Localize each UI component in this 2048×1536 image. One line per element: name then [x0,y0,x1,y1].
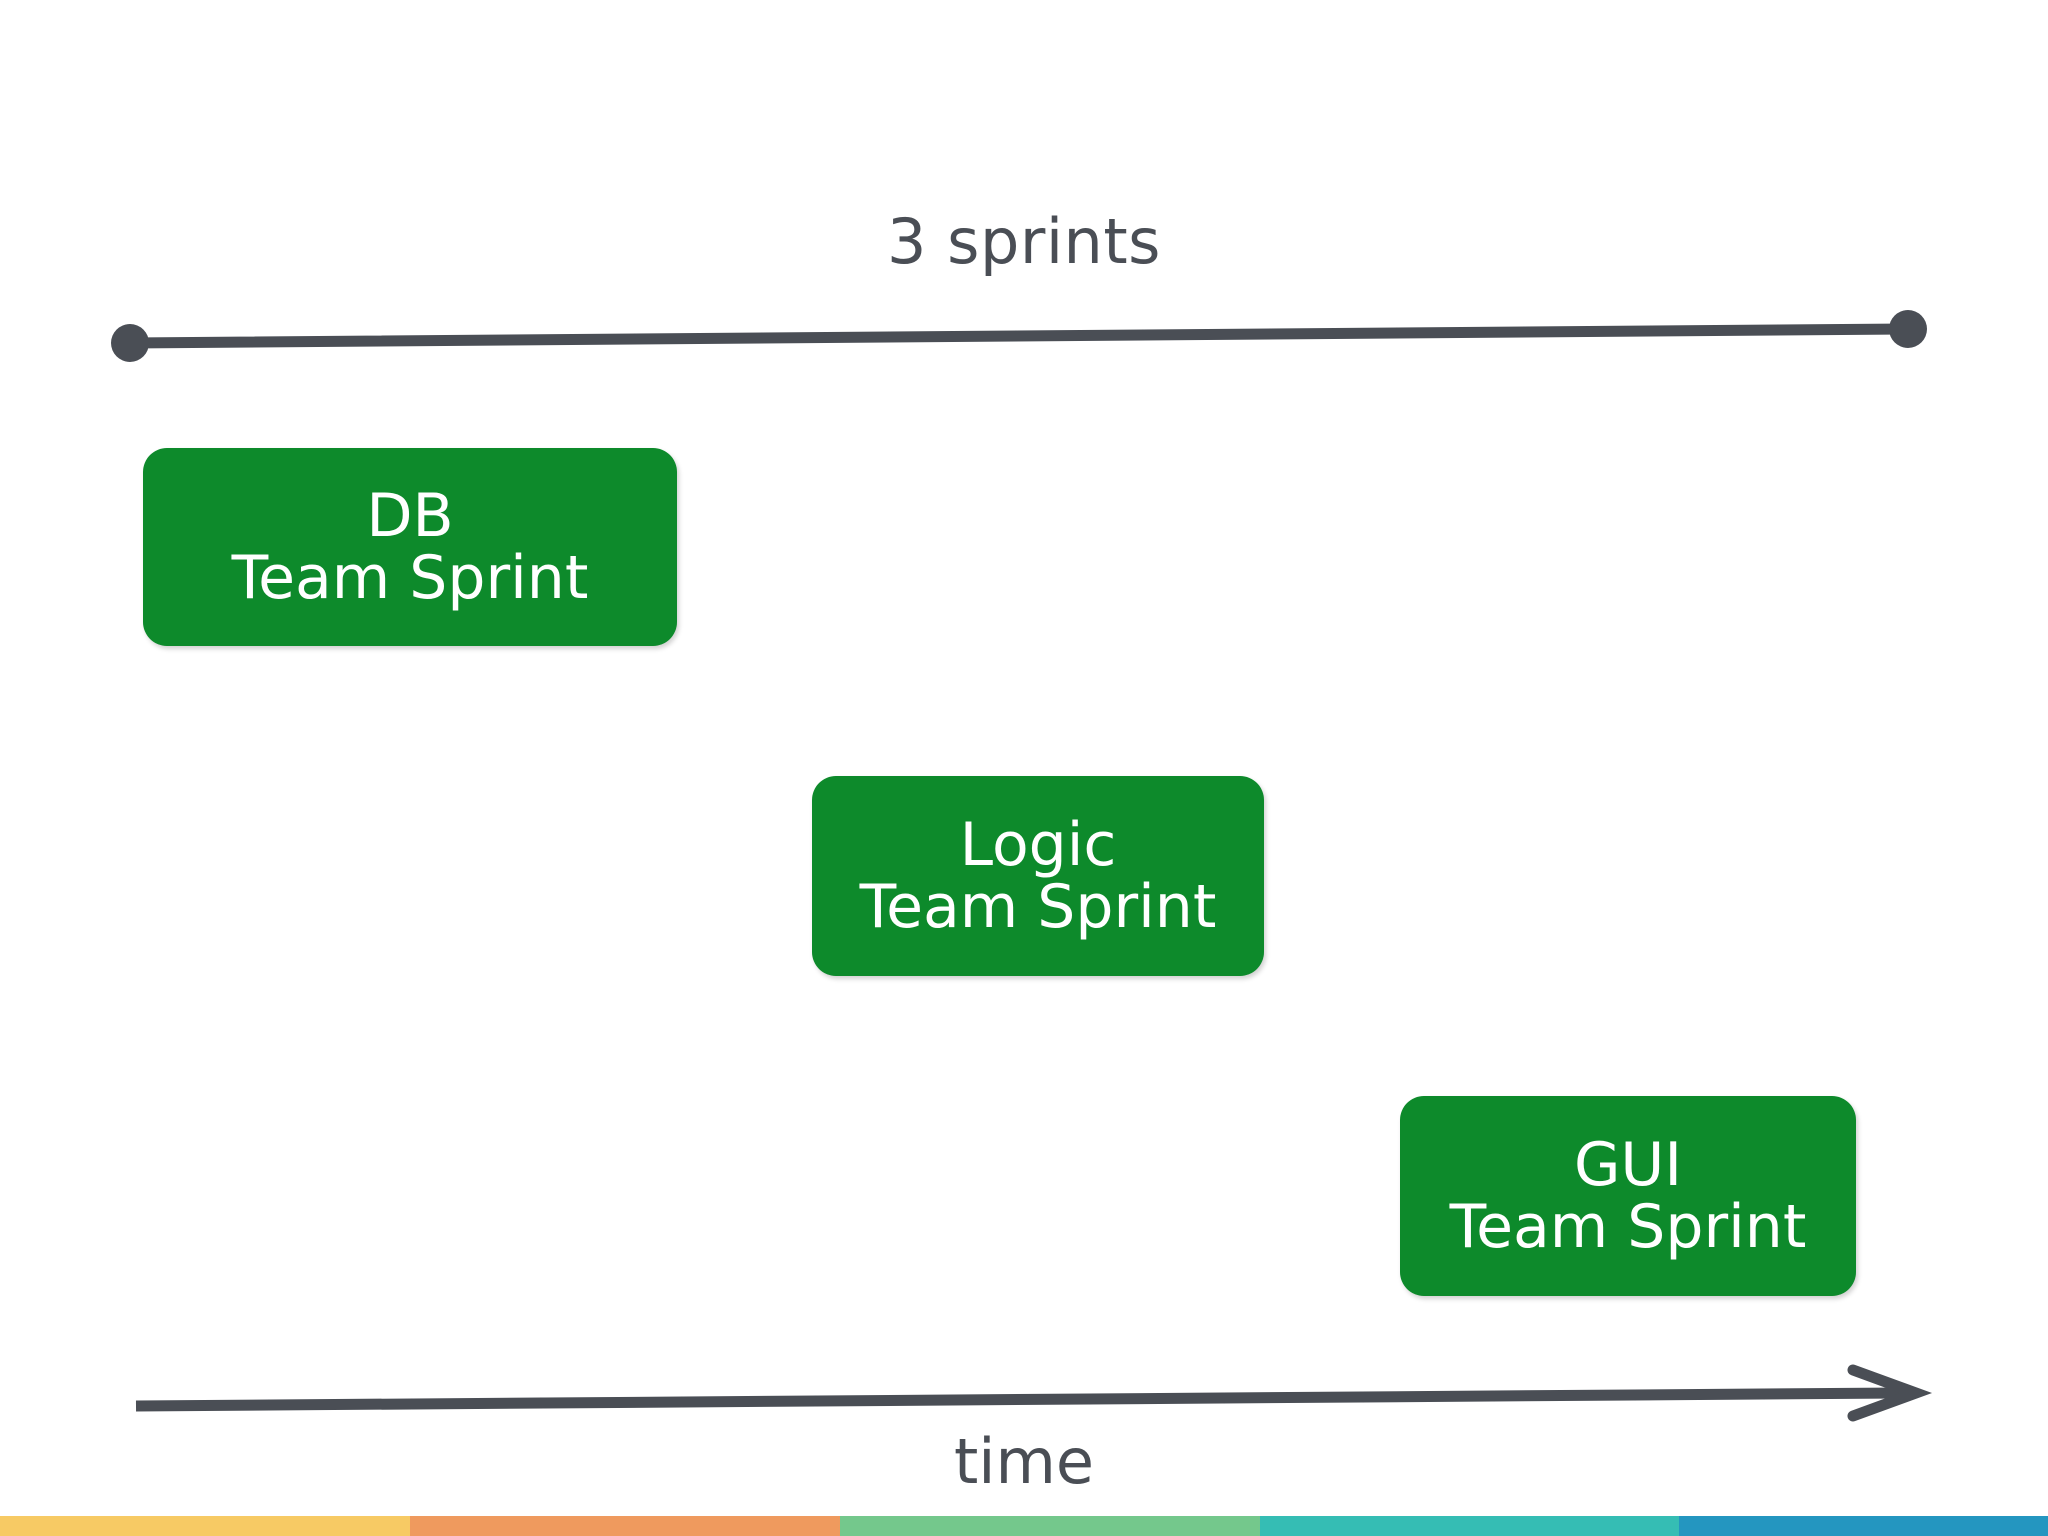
sprint-box-db[interactable]: DB Team Sprint [143,448,677,646]
sprint-box-db-subtitle: Team Sprint [231,543,589,613]
sprint-span-label: 3 sprints [0,205,2048,278]
sprint-box-gui-subtitle: Team Sprint [1449,1192,1807,1262]
color-strip-segment-yellow [0,1516,410,1536]
color-strip-segment-green [839,1516,1260,1536]
time-axis-label: time [0,1425,2048,1498]
color-strip-segment-orange [409,1516,840,1536]
sprint-box-gui[interactable]: GUI Team Sprint [1400,1096,1856,1296]
sprint-span-line [124,323,1914,349]
time-axis-arrowhead-icon [1847,1364,1933,1422]
sprint-box-gui-title: GUI [1573,1129,1683,1200]
sprint-span-start-dot [111,324,149,362]
color-strip-segment-blue [1679,1516,2048,1536]
sprint-box-logic-title: Logic [959,809,1117,880]
sprint-box-logic-subtitle: Team Sprint [859,872,1217,942]
time-axis-label-text: time [953,1425,1095,1498]
footer-color-strip [0,1516,2048,1536]
sprint-box-logic[interactable]: Logic Team Sprint [812,776,1264,976]
sprint-box-db-title: DB [366,480,454,551]
sprint-span-label-text: 3 sprints [887,205,1161,278]
color-strip-segment-teal [1259,1516,1680,1536]
sprint-span-end-dot [1889,310,1927,348]
time-axis-line [135,1387,1901,1412]
